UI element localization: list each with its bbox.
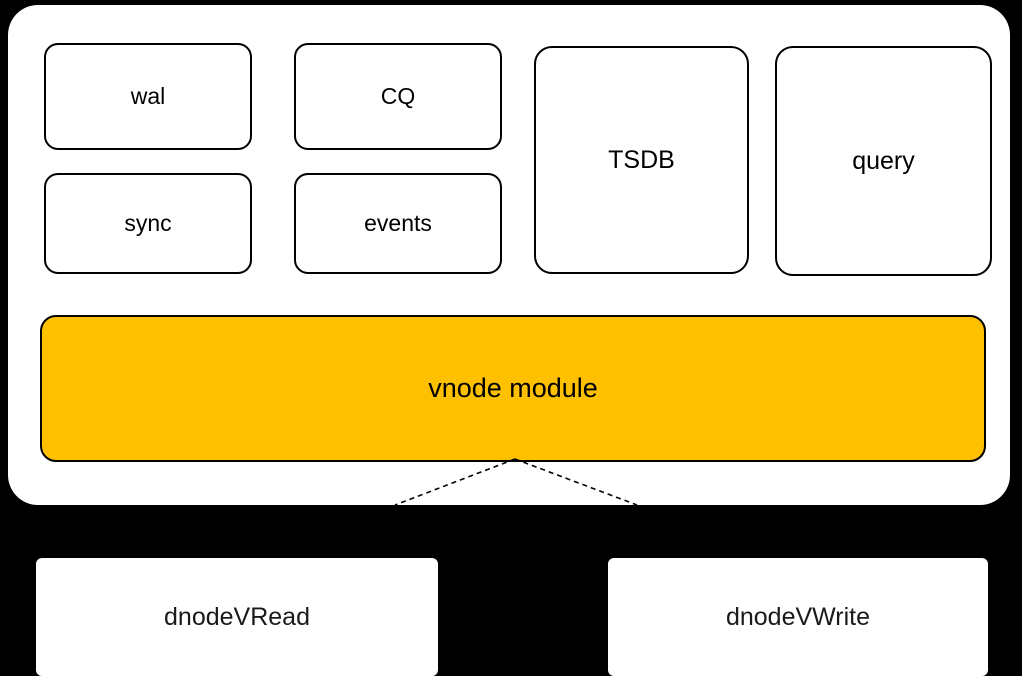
module-box-sync[interactable]: sync xyxy=(44,173,252,274)
module-box-events[interactable]: events xyxy=(294,173,502,274)
module-label-tsdb: TSDB xyxy=(608,145,675,174)
module-label-events: events xyxy=(364,210,432,236)
dnode-box-dnodevwrite[interactable]: dnodeVWrite xyxy=(608,558,988,676)
module-label-cq: CQ xyxy=(380,83,416,109)
vnode-module-label: vnode module xyxy=(428,373,598,403)
module-box-wal[interactable]: wal xyxy=(44,43,252,150)
vnode-module-bar[interactable]: vnode module xyxy=(40,315,986,462)
module-label-wal: wal xyxy=(130,83,166,109)
dnode-label-dnodevread: dnodeVRead xyxy=(164,602,310,631)
module-label-query: query xyxy=(852,146,915,175)
vnode-container: wal CQ sync events TSDB query vnode modu… xyxy=(8,5,1010,505)
module-label-sync: sync xyxy=(124,210,172,236)
dnode-label-dnodevwrite: dnodeVWrite xyxy=(725,602,871,631)
module-box-query[interactable]: query xyxy=(775,46,992,276)
module-box-tsdb[interactable]: TSDB xyxy=(534,46,749,274)
dnode-box-dnodevread[interactable]: dnodeVRead xyxy=(36,558,438,676)
module-box-cq[interactable]: CQ xyxy=(294,43,502,150)
